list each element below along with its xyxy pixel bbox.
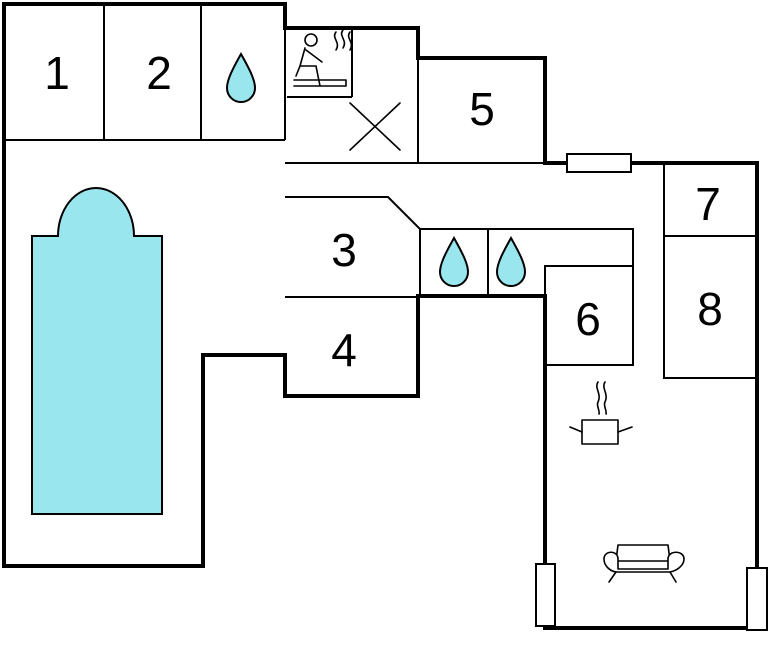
window — [566, 153, 632, 173]
water-drop-icon — [225, 51, 257, 103]
window — [746, 567, 768, 631]
sofa-icon — [603, 544, 685, 583]
cooking-pot-icon — [569, 381, 633, 445]
pool-icon — [31, 187, 163, 515]
room-1-label: 1 — [44, 47, 70, 99]
water-drop-icon — [495, 235, 527, 287]
room-2-label: 2 — [146, 47, 172, 99]
room-4-label: 4 — [331, 324, 357, 376]
x-mark — [349, 102, 401, 151]
exterior-wall — [2, 2, 759, 630]
water-drop-icon — [438, 235, 470, 287]
room-7-label: 7 — [695, 178, 721, 230]
interior-walls — [4, 4, 757, 379]
room-6-label: 6 — [575, 293, 601, 345]
room-5-label: 5 — [469, 83, 495, 135]
window — [535, 563, 556, 627]
room-3-label: 3 — [331, 224, 357, 276]
room-8-label: 8 — [697, 283, 723, 335]
sauna-icon — [293, 29, 353, 87]
